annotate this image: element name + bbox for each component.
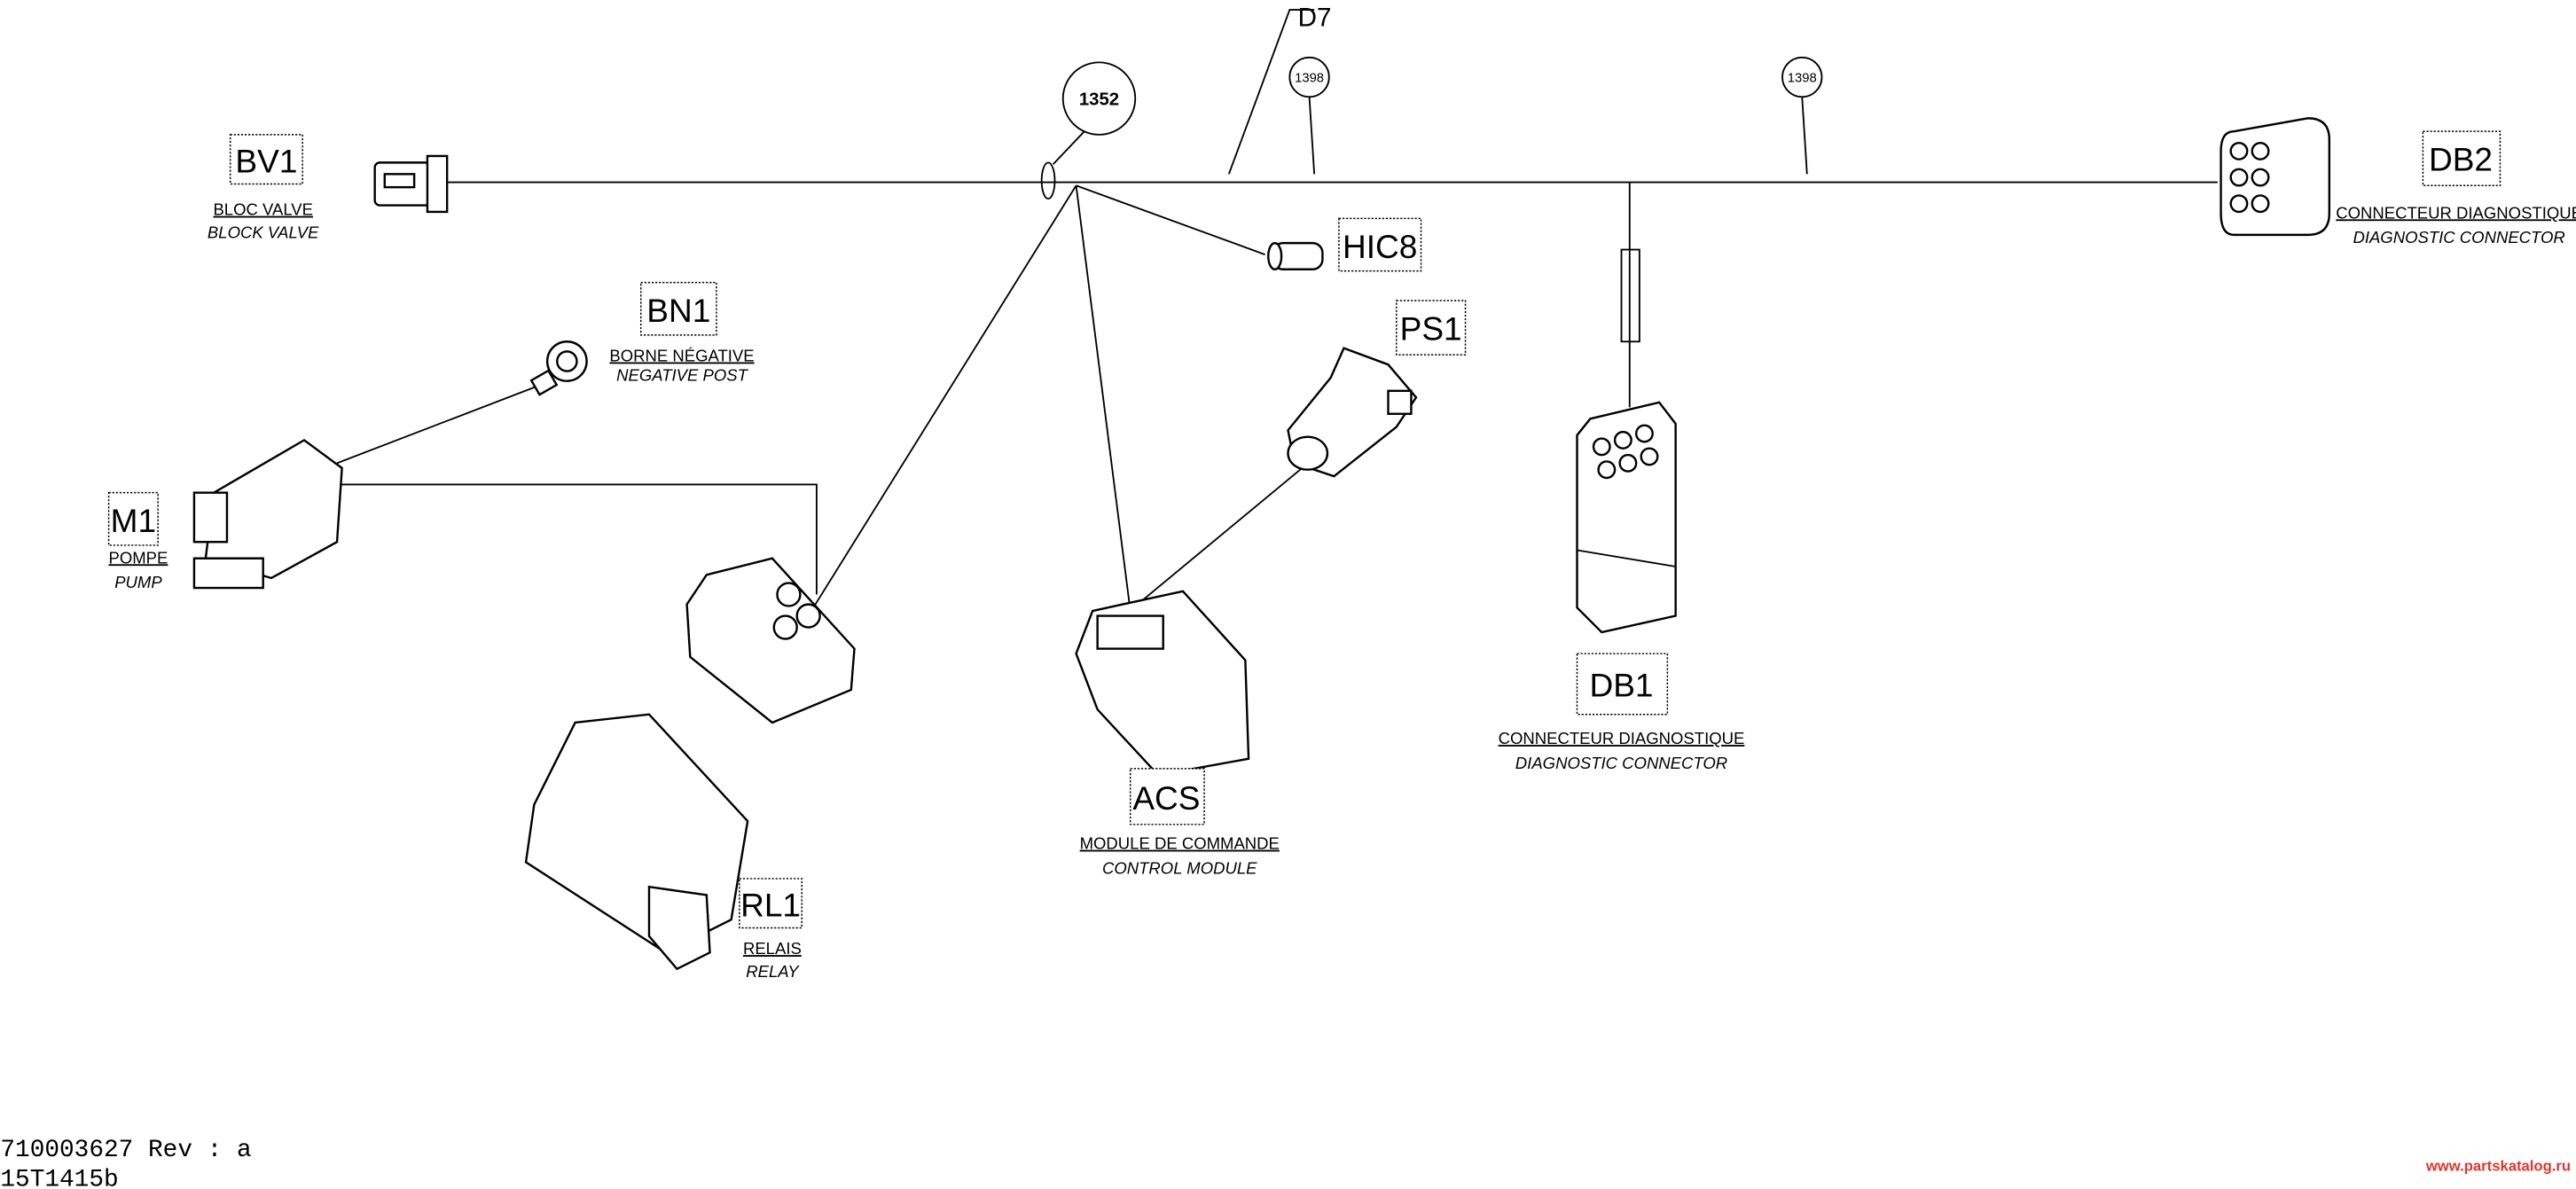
svg-text:NEGATIVE POST: NEGATIVE POST xyxy=(616,366,748,385)
svg-text:BLOC VALVE: BLOC VALVE xyxy=(213,200,313,219)
bn1-ring-terminal-icon xyxy=(529,340,588,396)
svg-text:1398: 1398 xyxy=(1295,72,1324,86)
wire-pump-relay xyxy=(337,483,818,595)
connector-pump-icon xyxy=(192,438,343,590)
svg-text:DIAGNOSTIC CONNECTOR: DIAGNOSTIC CONNECTOR xyxy=(2353,228,2564,246)
splice xyxy=(1040,161,1056,200)
part-number-revision: 710003627 Rev : a xyxy=(0,1137,251,1164)
svg-text:1398: 1398 xyxy=(1788,72,1817,86)
connector-acs-icon xyxy=(1075,590,1250,777)
label-db2: DB2 CONNECTEUR DIAGNOSTIQUE DIAGNOSTIC C… xyxy=(2336,130,2576,246)
wire-hic8 xyxy=(1076,184,1265,255)
label-ps1: PS1 xyxy=(1396,300,1467,356)
svg-text:MODULE DE COMMANDE: MODULE DE COMMANDE xyxy=(1080,834,1280,853)
connector-hic8-icon xyxy=(1267,241,1324,270)
connector-ps1-icon xyxy=(1287,347,1418,478)
svg-text:BV1: BV1 xyxy=(235,142,297,179)
callouts: 1352 D7 1398 1398 xyxy=(1052,4,1823,175)
connector-bv1-icon xyxy=(373,154,449,214)
connector-db1-icon xyxy=(1576,401,1677,634)
svg-text:RELAIS: RELAIS xyxy=(743,939,802,958)
label-bv1: BV1 BLOC VALVE BLOCK VALVE xyxy=(207,134,319,242)
svg-text:M1: M1 xyxy=(111,502,156,539)
label-hic8: HIC8 xyxy=(1338,217,1422,272)
svg-text:CONNECTEUR DIAGNOSTIQUE: CONNECTEUR DIAGNOSTIQUE xyxy=(1499,729,1745,747)
label-m1: M1 POMPE PUMP xyxy=(107,491,168,591)
connector-relay-harness-icon xyxy=(685,557,856,724)
label-rl1: RL1 RELAIS RELAY xyxy=(739,878,803,981)
wire-acs xyxy=(1075,185,1131,612)
wires xyxy=(336,161,2218,612)
svg-text:PS1: PS1 xyxy=(1400,309,1462,347)
label-db1: DB1 CONNECTEUR DIAGNOSTIQUE DIAGNOSTIC C… xyxy=(1499,653,1745,772)
svg-text:BLOCK VALVE: BLOCK VALVE xyxy=(207,223,319,242)
callout-1352-text: 1352 xyxy=(1079,90,1119,110)
svg-text:CONNECTEUR DIAGNOSTIQUE: CONNECTEUR DIAGNOSTIQUE xyxy=(2336,203,2576,222)
svg-text:RL1: RL1 xyxy=(740,887,801,924)
svg-text:DIAGNOSTIC CONNECTOR: DIAGNOSTIC CONNECTOR xyxy=(1515,754,1727,772)
svg-text:ACS: ACS xyxy=(1132,779,1200,817)
svg-text:PUMP: PUMP xyxy=(114,573,162,591)
db1-sleeve xyxy=(1620,248,1640,343)
callout-1352 xyxy=(1061,61,1137,136)
watermark: www.partskatalog.ru xyxy=(2425,1158,2571,1175)
svg-text:HIC8: HIC8 xyxy=(1343,228,1417,265)
wire-id-label: D7 xyxy=(1298,4,1332,33)
svg-text:RELAY: RELAY xyxy=(746,962,800,981)
svg-text:DB1: DB1 xyxy=(1589,666,1653,703)
svg-text:POMPE: POMPE xyxy=(109,548,168,567)
connector-db2-icon xyxy=(2220,117,2331,237)
relay-icon xyxy=(524,713,749,971)
wire-ps1 xyxy=(1132,464,1307,609)
wire-bn1 xyxy=(336,383,543,465)
svg-text:BN1: BN1 xyxy=(646,292,710,329)
svg-text:CONTROL MODULE: CONTROL MODULE xyxy=(1102,858,1257,877)
wire-relay xyxy=(812,184,1077,608)
label-acs: ACS MODULE DE COMMANDE CONTROL MODULE xyxy=(1080,768,1280,877)
label-bn1: BN1 BORNE NÉGATIVE NEGATIVE POST xyxy=(609,281,755,385)
svg-text:DB2: DB2 xyxy=(2429,141,2493,178)
drawing-number: 15T1415b xyxy=(0,1166,118,1189)
svg-text:BORNE NÉGATIVE: BORNE NÉGATIVE xyxy=(609,346,754,364)
